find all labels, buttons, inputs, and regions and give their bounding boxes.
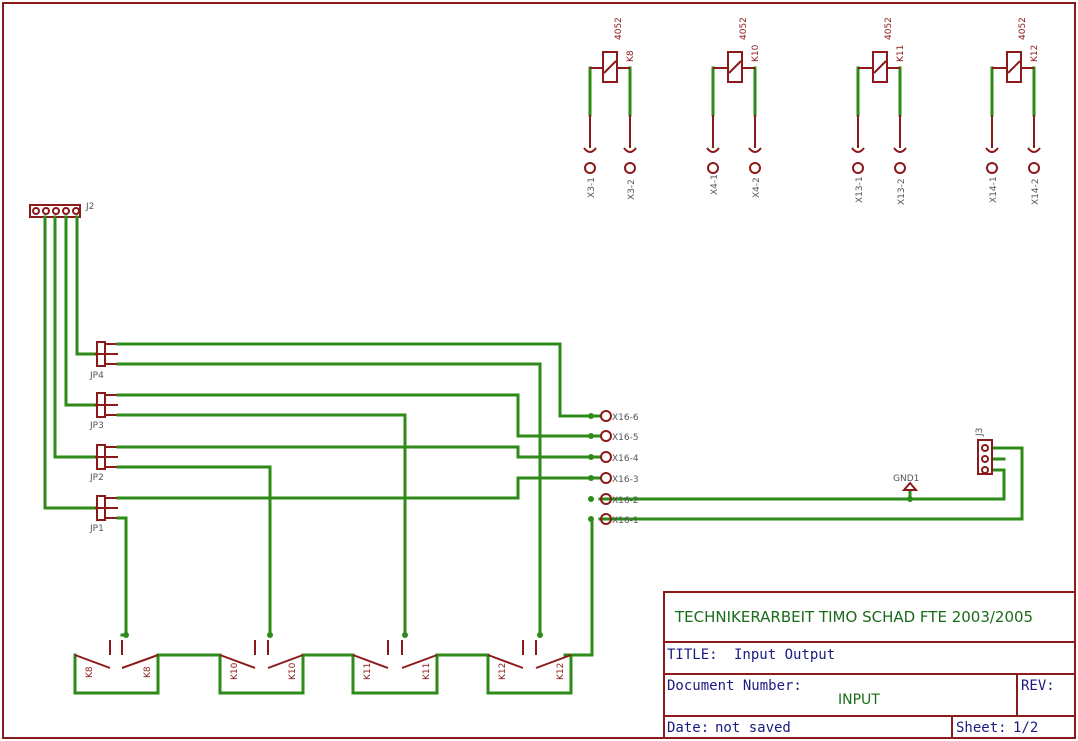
jp2-label: JP2: [89, 473, 104, 483]
relay-coil-k11[interactable]: 4052 K11 X13-1 X13-2: [851, 17, 907, 205]
x-terminal-label: X4-1: [710, 174, 720, 195]
relay-contact-k12[interactable]: K12 K12: [486, 640, 573, 695]
jumper-wires: [116, 342, 1024, 657]
connector-j3[interactable]: J3: [975, 428, 993, 475]
contact-junctions: [120, 632, 543, 638]
contact-ref: K8: [85, 666, 95, 678]
x-terminal-label: X14-2: [1031, 178, 1041, 205]
date-label: Date:: [667, 720, 709, 736]
x-terminal-label: X13-1: [855, 176, 865, 203]
project-title: TECHNIKERARBEIT TIMO SCHAD FTE 2003/2005: [674, 608, 1033, 626]
gnd-label: GND1: [893, 474, 919, 484]
connector-j2[interactable]: J2: [29, 202, 94, 218]
relay-contact-k11[interactable]: K11 K11: [351, 640, 490, 695]
x-terminal-label: X4-2: [752, 177, 762, 198]
contact-ref: K11: [363, 663, 373, 680]
contact-ref: K8: [143, 666, 153, 678]
title-label: TITLE:: [667, 647, 718, 663]
jumper-jp3[interactable]: JP3: [89, 392, 118, 431]
relay-value-k11: 4052: [884, 17, 894, 40]
relay-coil-k12[interactable]: 4052 K12 X14-1 X14-2: [985, 17, 1041, 205]
relay-value-k12: 4052: [1018, 17, 1028, 40]
rev-label: REV:: [1021, 678, 1055, 694]
x-terminal-label: X14-1: [989, 176, 999, 203]
relay-contact-k8[interactable]: K8 K8: [73, 640, 220, 695]
x-terminal-label: X13-2: [897, 178, 907, 205]
docnum-value: INPUT: [838, 692, 880, 708]
x16-label: X16-1: [612, 516, 639, 526]
jp3-label: JP3: [89, 421, 104, 431]
relay-ref-k11: K11: [896, 45, 906, 62]
jp1-label: JP1: [89, 524, 104, 534]
jumper-jp4[interactable]: JP4: [89, 341, 118, 381]
gnd-symbol[interactable]: GND1: [893, 474, 919, 502]
title-value: Input Output: [734, 647, 835, 663]
relay-ref-k10: K10: [751, 44, 761, 62]
j2-label: J2: [85, 202, 94, 212]
contact-ref: K12: [556, 663, 566, 680]
j2-wires: [43, 215, 97, 510]
docnum-label: Document Number:: [667, 678, 802, 694]
x16-label: X16-5: [612, 433, 639, 443]
relay-value-k10: 4052: [739, 17, 749, 40]
jp4-label: JP4: [89, 371, 104, 381]
x16-label: X16-4: [612, 454, 639, 464]
relay-ref-k12: K12: [1030, 45, 1040, 62]
x16-label: X16-3: [612, 475, 639, 485]
relay-contact-k10[interactable]: K10 K10: [218, 640, 355, 695]
x16-label: X16-2: [612, 496, 639, 506]
j3-label: J3: [975, 428, 985, 437]
connector-x16[interactable]: X16-6 X16-5 X16-4 X16-3 X16-2 X16-1: [588, 410, 639, 526]
date-value: not saved: [715, 720, 791, 736]
contact-ref: K11: [422, 663, 432, 680]
jumper-jp1[interactable]: JP1: [89, 495, 118, 534]
relay-coil-k10[interactable]: 4052 K10 X4-1 X4-2: [706, 17, 762, 198]
contact-ref: K10: [288, 662, 298, 680]
sheet-label: Sheet:: [956, 720, 1007, 736]
x-terminal-label: X3-2: [627, 179, 637, 200]
relay-coil-k8[interactable]: 4052 K8 X3-1 X3-2: [583, 17, 637, 200]
x-terminal-label: X3-1: [587, 177, 597, 198]
sheet-value: 1/2: [1013, 720, 1038, 736]
title-block: TECHNIKERARBEIT TIMO SCHAD FTE 2003/2005…: [663, 591, 1076, 739]
x16-label: X16-6: [612, 413, 639, 423]
relay-value-k8: 4052: [614, 17, 624, 40]
contact-ref: K10: [230, 662, 240, 680]
jumper-jp2[interactable]: JP2: [89, 444, 118, 483]
relay-ref-k8: K8: [626, 50, 636, 62]
contact-ref: K12: [498, 663, 508, 680]
